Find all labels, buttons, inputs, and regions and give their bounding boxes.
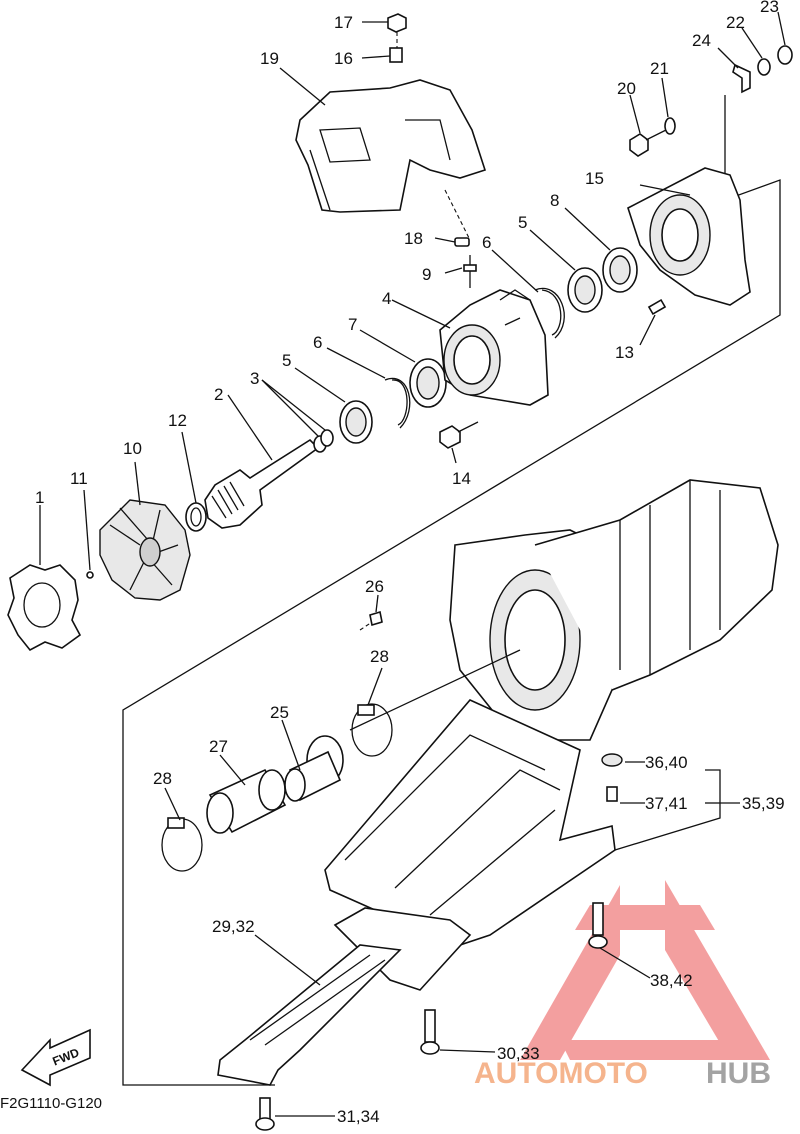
label-25: 25	[270, 703, 289, 722]
part-18-clip	[434, 237, 470, 247]
label-7: 7	[348, 315, 357, 334]
label-6-lower: 6	[313, 333, 322, 352]
label-3: 3	[250, 369, 259, 388]
part-6-circlip-lower	[326, 347, 411, 429]
watermark-text-hub: HUB	[706, 1057, 771, 1090]
label-26: 26	[365, 577, 384, 596]
label-17: 17	[334, 13, 353, 32]
label-11: 11	[70, 469, 88, 488]
part-30-33-bolt	[420, 1009, 496, 1055]
part-19-cover	[279, 67, 487, 213]
label-2: 2	[214, 385, 223, 404]
part-20-bolt	[629, 94, 667, 157]
label-6-upper: 6	[482, 233, 491, 252]
label-24: 24	[692, 31, 711, 50]
part-15-duct	[627, 167, 751, 306]
label-31-34: 31,34	[337, 1107, 380, 1126]
label-22: 22	[726, 13, 745, 32]
label-27: 27	[209, 737, 228, 756]
label-5-lower: 5	[282, 351, 291, 370]
label-18: 18	[404, 229, 423, 248]
part-3-o-rings	[261, 379, 334, 453]
label-1: 1	[35, 488, 44, 507]
part-4-housing	[391, 289, 549, 406]
label-5-upper: 5	[518, 213, 527, 232]
label-20: 20	[617, 79, 636, 98]
label-36-40: 36,40	[645, 753, 688, 772]
label-10: 10	[123, 439, 142, 458]
part-31-34-bolt	[255, 1097, 335, 1131]
label-4: 4	[382, 289, 391, 308]
part-11-pin	[83, 489, 94, 579]
label-21: 21	[650, 59, 669, 78]
part-22-washer	[741, 27, 771, 76]
part-28-clamp-upper	[351, 667, 393, 757]
part-21-washer	[661, 77, 676, 135]
part-12-ring	[181, 431, 207, 532]
jet-pump-assembly	[349, 479, 779, 741]
label-15: 15	[585, 169, 604, 188]
label-14: 14	[452, 469, 471, 488]
part-9-fitting	[444, 255, 477, 288]
label-35-39: 35,39	[742, 794, 785, 813]
diagram-code: F2G1110-G120	[0, 1095, 102, 1112]
part-7-bearing	[359, 329, 447, 408]
part-27-hose	[206, 754, 287, 834]
dash-guide-18	[444, 189, 471, 241]
part-37-41-screw	[606, 786, 645, 804]
part-14-bolt	[439, 421, 479, 464]
bracket-35-39	[614, 769, 740, 851]
part-23-nut	[777, 11, 793, 65]
label-28-upper: 28	[370, 647, 389, 666]
label-16: 16	[334, 49, 353, 68]
part-28-clamp-lower	[161, 787, 203, 872]
part-24-bracket	[717, 47, 751, 94]
label-13: 13	[615, 343, 634, 362]
label-29-32: 29,32	[212, 917, 255, 936]
label-23: 23	[760, 0, 779, 16]
fwd-arrow-icon: FWD	[20, 1028, 91, 1087]
part-2-drive-shaft	[204, 394, 320, 529]
label-19: 19	[260, 49, 279, 68]
part-13-pin	[639, 298, 667, 346]
watermark-logo-icon	[520, 880, 770, 1060]
label-12: 12	[168, 411, 187, 430]
label-9: 9	[422, 265, 431, 284]
part-29-32-grate	[217, 907, 472, 1086]
label-30-33: 30,33	[497, 1044, 540, 1063]
label-38-42: 38,42	[650, 971, 693, 990]
part-5-bearing-lower	[294, 367, 373, 444]
part-26-screw	[359, 594, 383, 631]
part-10-impeller	[99, 461, 191, 601]
part-1-coupler	[7, 505, 82, 652]
part-16-collar	[361, 47, 403, 63]
label-37-41: 37,41	[645, 794, 688, 813]
part-17-bolt	[362, 13, 407, 33]
part-36-40-washer	[601, 753, 645, 767]
watermark-text-automoto: AUTOMOTO	[474, 1057, 648, 1090]
part-8-bearing	[564, 207, 638, 293]
label-8: 8	[550, 191, 559, 210]
part-5-bearing-upper	[529, 229, 603, 313]
part-38-42-bolt	[588, 902, 651, 979]
label-28-lower: 28	[153, 769, 172, 788]
part-25-coupling-sleeve	[281, 719, 344, 802]
part-6-circlip-upper	[491, 249, 565, 339]
